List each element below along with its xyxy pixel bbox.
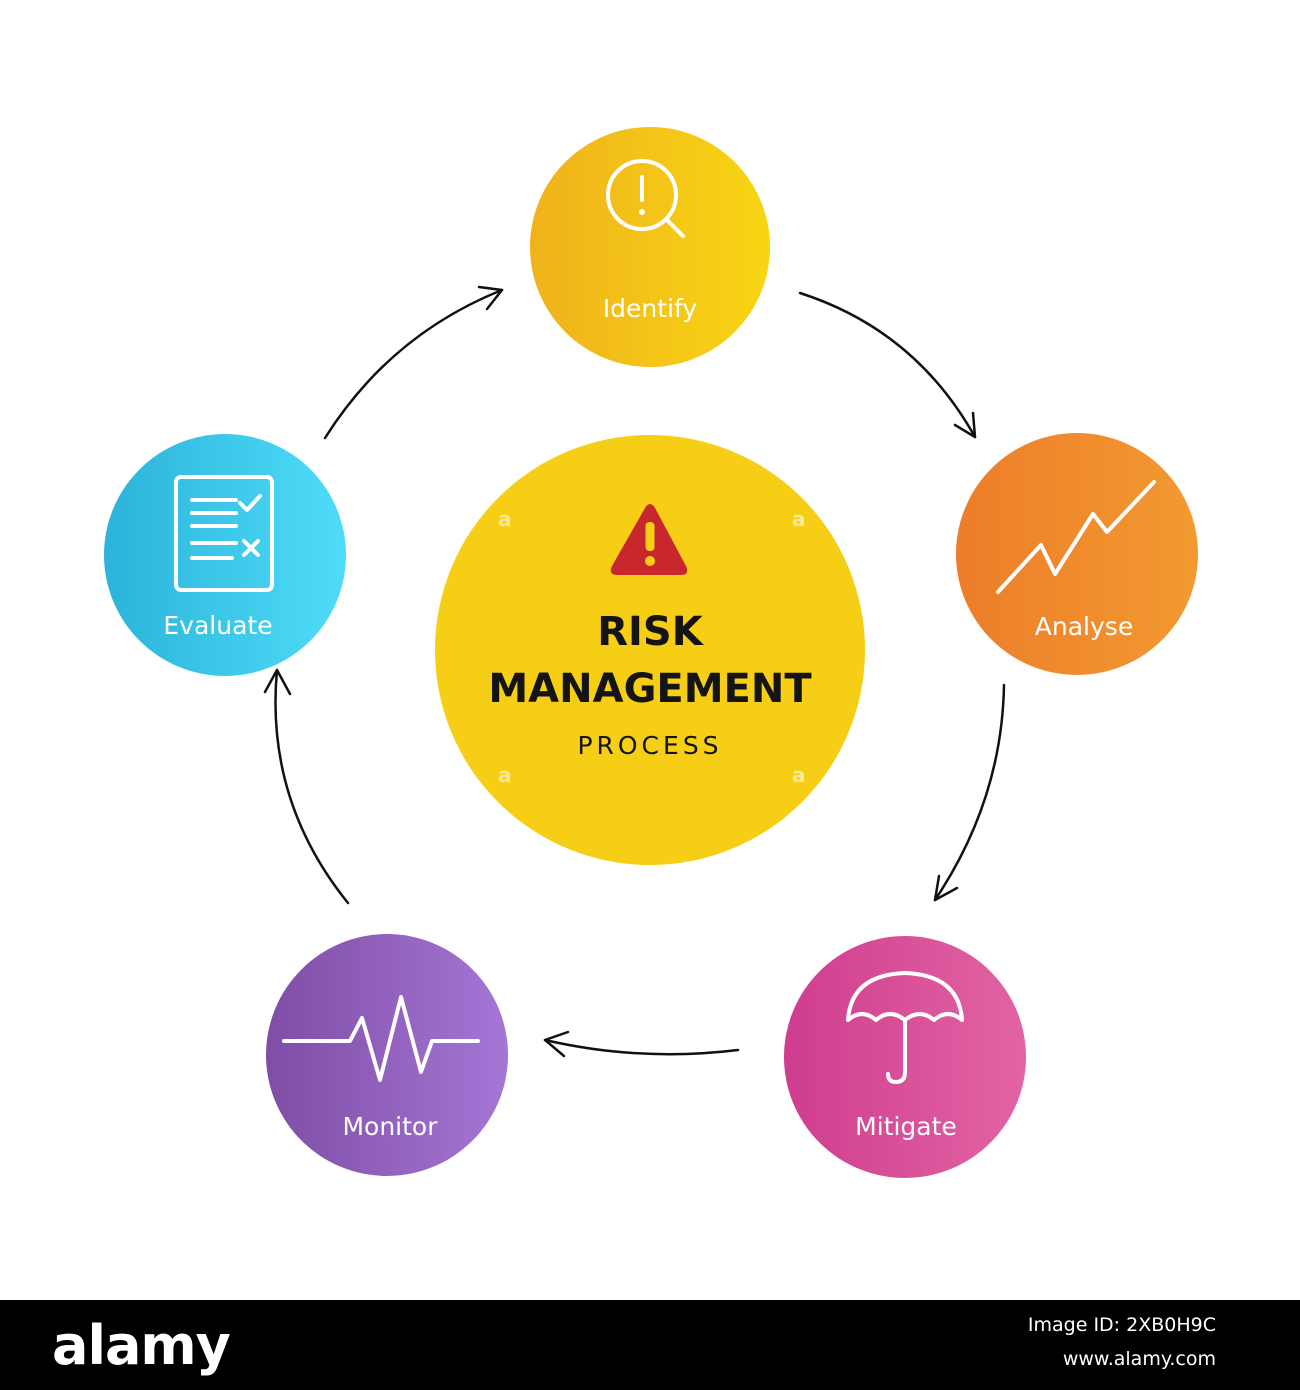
stage-identify: Identify	[530, 127, 770, 367]
watermark-glyphs: a a a a	[498, 507, 806, 787]
footer-bar: alamy Image ID: 2XB0H9C www.alamy.com	[0, 1300, 1300, 1390]
center-title-line2: MANAGEMENT	[488, 666, 812, 712]
stage-mitigate: Mitigate	[784, 936, 1026, 1178]
stage-analyse-circle	[956, 433, 1198, 675]
arrow-identify-to-analyse	[798, 291, 977, 439]
svg-text:a: a	[498, 763, 512, 787]
risk-management-diagram: RISK MANAGEMENT PROCESS Identify Analyse…	[104, 127, 1198, 1178]
footer-url[interactable]: www.alamy.com	[1062, 1348, 1216, 1370]
trend-up-icon	[996, 480, 1156, 594]
magnifier-alert-icon	[606, 159, 685, 238]
stage-monitor: Monitor	[266, 934, 508, 1176]
center-circle: RISK MANAGEMENT PROCESS	[435, 435, 865, 865]
stage-evaluate-circle	[104, 434, 346, 676]
stage-analyse: Analyse	[956, 433, 1198, 675]
stage-evaluate: Evaluate	[104, 434, 346, 676]
svg-text:a: a	[792, 507, 806, 531]
svg-text:a: a	[498, 507, 512, 531]
stage-identify-label: Identify	[603, 294, 698, 323]
arrow-monitor-to-evaluate	[263, 668, 350, 905]
center-circle-fill	[435, 435, 865, 865]
stage-identify-circle	[530, 127, 770, 367]
center-title-line1: RISK	[597, 609, 704, 655]
checklist-icon	[174, 475, 274, 592]
footer-image-id: Image ID: 2XB0H9C	[1027, 1314, 1216, 1336]
center-subtitle: PROCESS	[577, 731, 722, 760]
heartbeat-icon	[282, 995, 480, 1082]
arrow-mitigate-to-monitor	[543, 1030, 740, 1058]
stage-mitigate-label: Mitigate	[855, 1112, 957, 1141]
warning-triangle-icon	[610, 504, 688, 575]
stage-evaluate-label: Evaluate	[163, 611, 272, 640]
footer-logo: alamy	[52, 1314, 231, 1377]
arrow-analyse-to-mitigate	[933, 683, 1006, 902]
arrow-evaluate-to-identify	[323, 285, 504, 440]
svg-text:a: a	[792, 763, 806, 787]
stage-analyse-label: Analyse	[1035, 612, 1133, 641]
umbrella-icon	[846, 971, 964, 1084]
stage-monitor-label: Monitor	[342, 1112, 438, 1141]
